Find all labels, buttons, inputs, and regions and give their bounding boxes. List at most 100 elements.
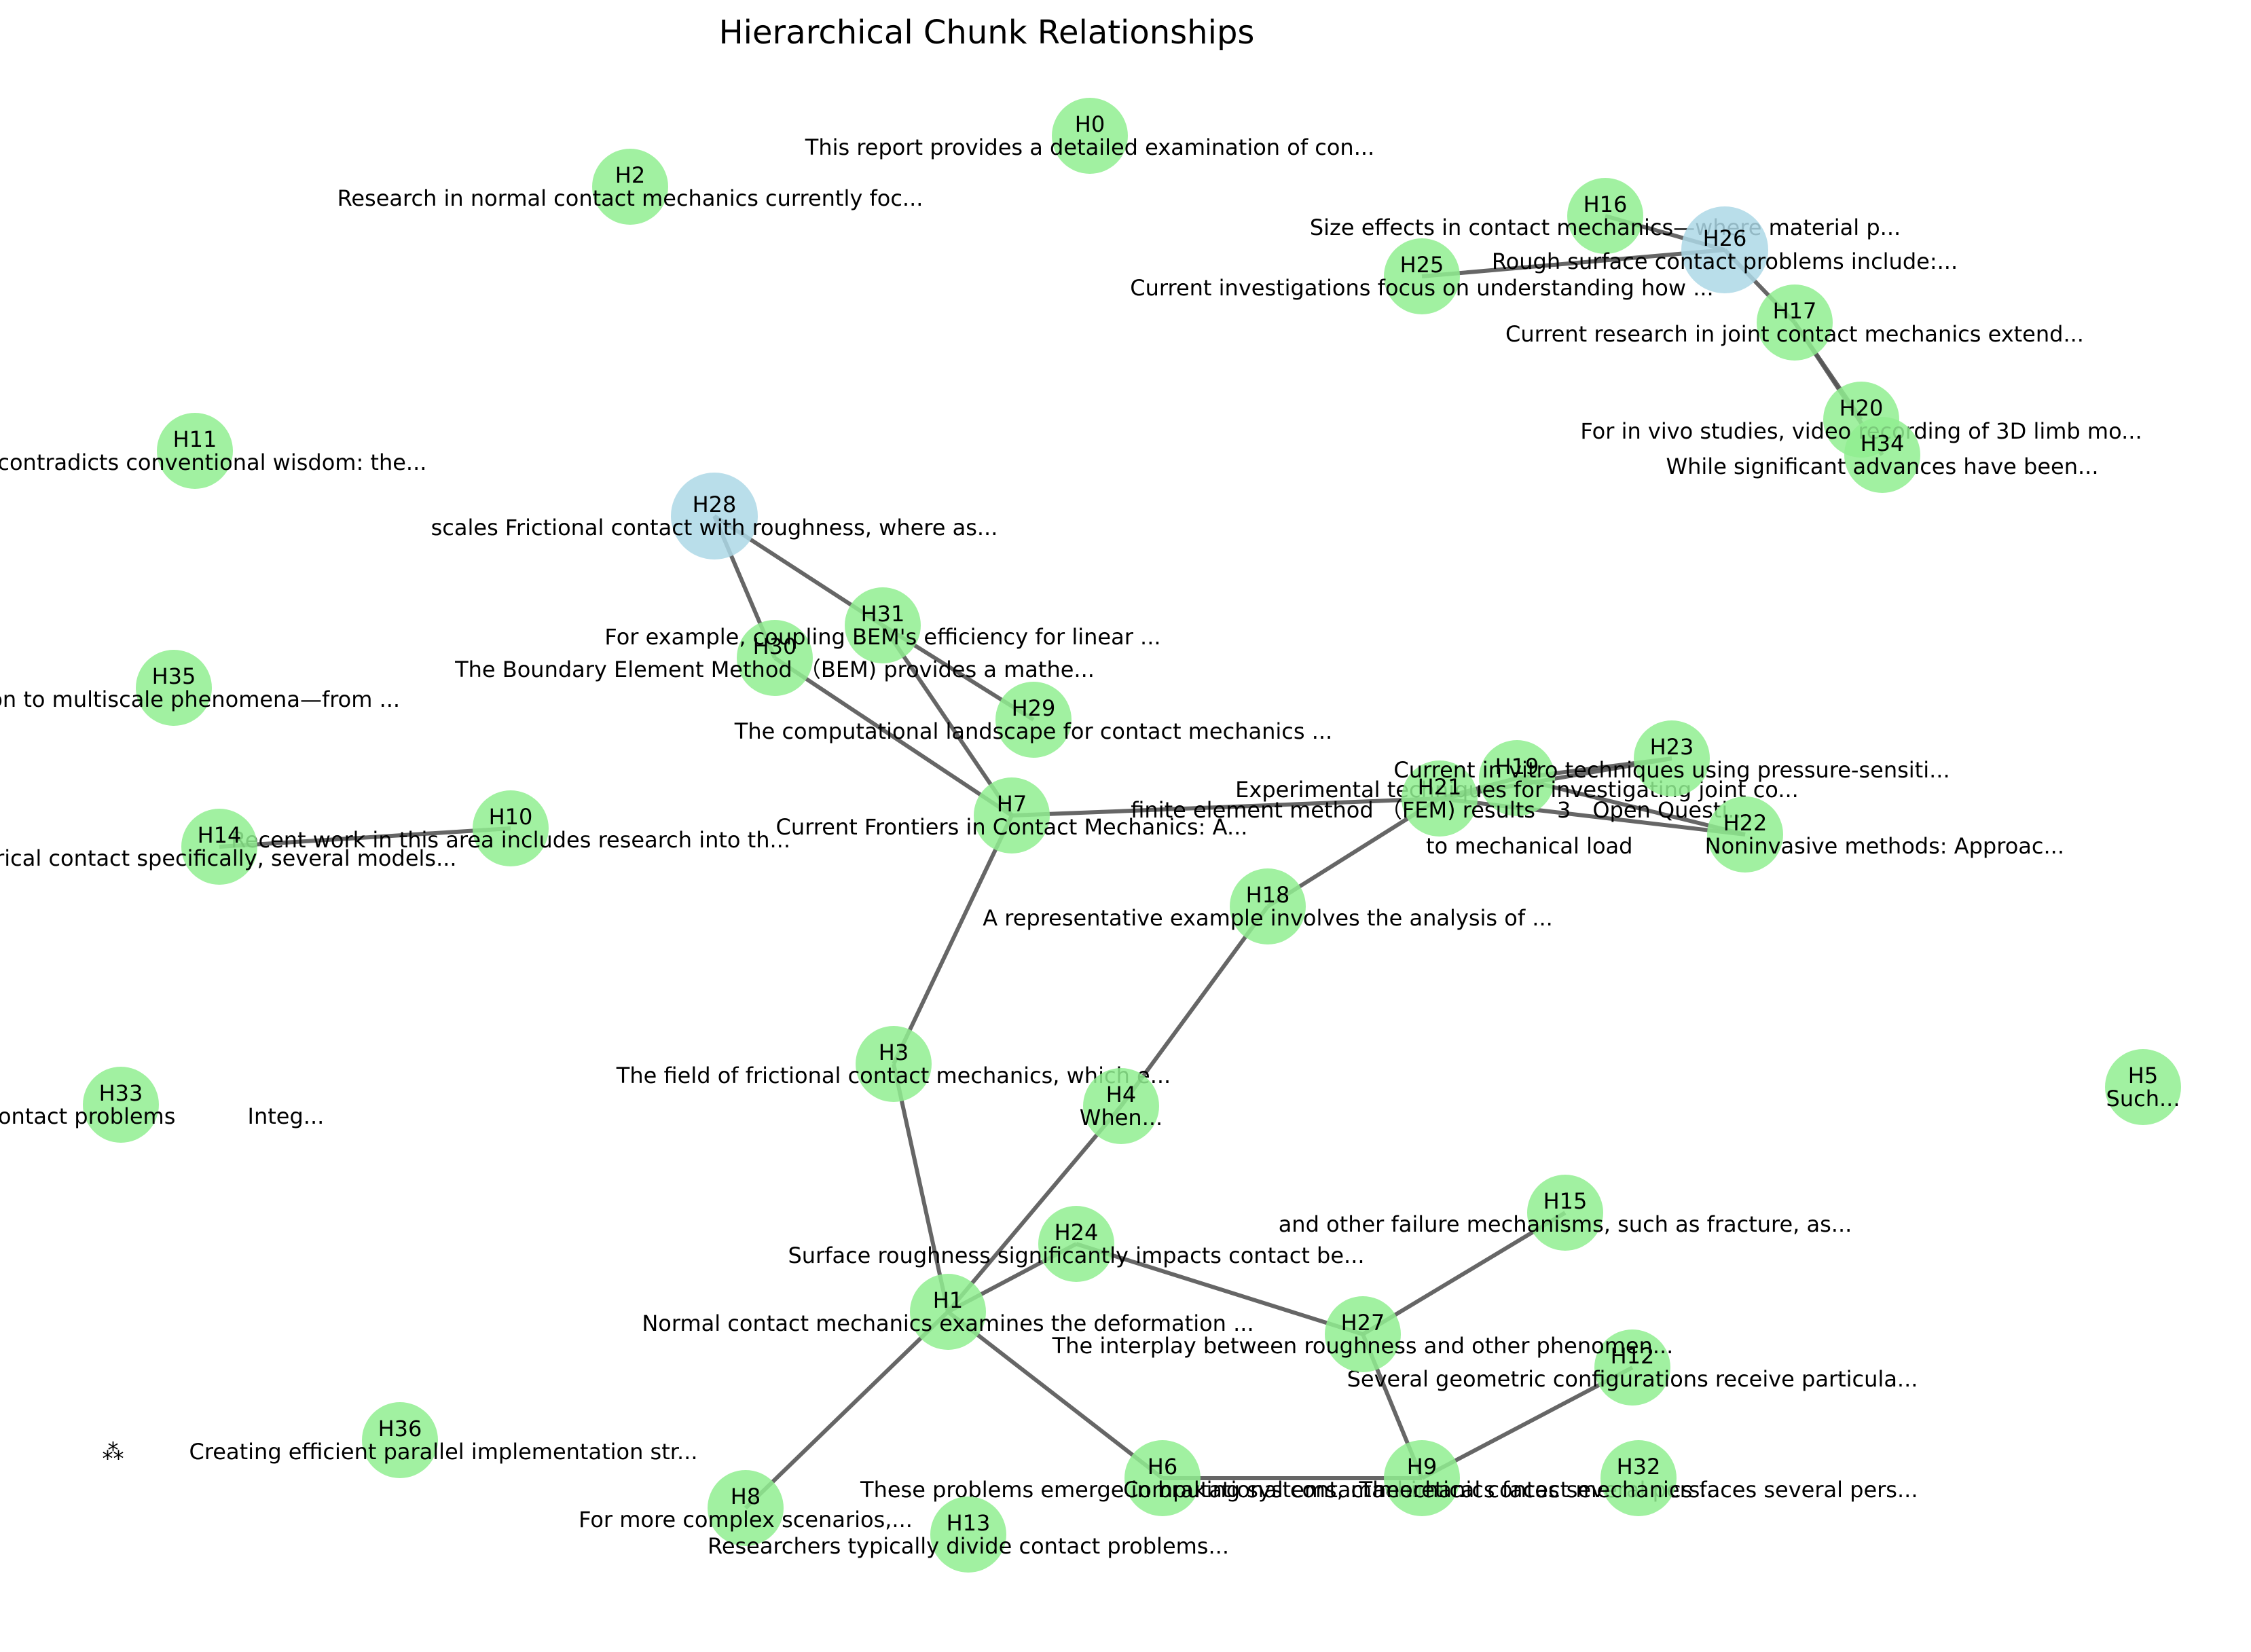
- node-circle[interactable]: [737, 620, 813, 696]
- node-circle[interactable]: [1230, 868, 1306, 944]
- node-text: to mechanical load Noninvasive methods: …: [1426, 833, 2064, 859]
- node-circle[interactable]: [856, 1026, 932, 1102]
- node-text: Rough surface contact problems include:.…: [1492, 249, 1958, 274]
- node-circle[interactable]: [1527, 1175, 1603, 1251]
- node-circle[interactable]: [995, 682, 1072, 758]
- graph-title: Hierarchical Chunk Relationships: [719, 14, 1255, 52]
- node-text: Several geometric configurations receive…: [1347, 1366, 1918, 1392]
- node-circle[interactable]: [362, 1402, 438, 1478]
- node-circle[interactable]: [83, 1067, 159, 1143]
- node-label: H8: [731, 1484, 761, 1509]
- node-circle[interactable]: [1634, 720, 1710, 796]
- node-circle[interactable]: [1479, 740, 1555, 816]
- node-label: H24: [1055, 1219, 1099, 1245]
- edge-h1-h6: [947, 1310, 1164, 1480]
- node-circle[interactable]: [930, 1497, 1006, 1573]
- node-circle[interactable]: [1325, 1296, 1401, 1372]
- node-circle[interactable]: [1124, 1440, 1201, 1516]
- node-circle[interactable]: [2105, 1049, 2181, 1125]
- node-text: Current Frontiers in Contact Mechanics: …: [776, 814, 1248, 840]
- node-circle[interactable]: [1681, 206, 1768, 293]
- node-text: The interplay between roughness and othe…: [1052, 1333, 1674, 1359]
- node-circle[interactable]: [1038, 1206, 1114, 1282]
- node-text: and other failure mechanisms, such as fr…: [1279, 1211, 1852, 1237]
- node-circle[interactable]: [1844, 417, 1920, 493]
- node-text: For more complex scenarios,...: [579, 1507, 913, 1532]
- node-text: While significant advances have been...: [1666, 454, 2098, 479]
- node-h4[interactable]: H4When...: [1080, 1068, 1163, 1144]
- node-circle[interactable]: [708, 1470, 784, 1546]
- node-text: Such...: [2106, 1086, 2180, 1112]
- node-label: H26: [1703, 225, 1747, 251]
- node-text: Research in normal contact mechanics cur…: [337, 185, 923, 211]
- node-label: H21: [1418, 774, 1462, 800]
- node-h36[interactable]: H36⁂ Creating efficient parallel impleme…: [103, 1402, 698, 1478]
- node-circle[interactable]: [592, 149, 668, 225]
- node-label: H31: [861, 601, 905, 627]
- node-label: H10: [489, 804, 533, 830]
- node-h33[interactable]: H33linear contact problems Integ...: [0, 1067, 324, 1143]
- node-circle[interactable]: [157, 413, 233, 489]
- node-circle[interactable]: [1757, 284, 1833, 361]
- node-circle[interactable]: [1083, 1068, 1159, 1144]
- node-circle[interactable]: [181, 809, 257, 885]
- node-text: ention to multiscale phenomena—from ...: [0, 686, 400, 712]
- node-circle[interactable]: [671, 473, 758, 559]
- node-circle[interactable]: [1384, 238, 1460, 314]
- edge-h7-h21: [1011, 796, 1440, 818]
- node-label: H12: [1611, 1343, 1655, 1369]
- node-circle[interactable]: [1384, 1440, 1460, 1516]
- edge-h27-h15: [1361, 1211, 1567, 1336]
- node-label: H3: [879, 1040, 909, 1065]
- node-circle[interactable]: [1594, 1329, 1670, 1406]
- node-label: H9: [1407, 1454, 1437, 1480]
- node-circle[interactable]: [845, 587, 921, 663]
- node-circle[interactable]: [910, 1274, 986, 1350]
- node-circle[interactable]: [974, 777, 1050, 853]
- node-h5[interactable]: H5Such...: [2105, 1049, 2181, 1125]
- node-circle[interactable]: [473, 790, 549, 866]
- node-circle[interactable]: [1567, 178, 1643, 254]
- node-text: The computational landscape for contact …: [734, 718, 1332, 744]
- node-circle[interactable]: [136, 650, 212, 726]
- node-label: H14: [198, 822, 242, 848]
- node-circle[interactable]: [1402, 760, 1478, 837]
- node-circle[interactable]: [1052, 98, 1128, 174]
- node-h35[interactable]: H35ention to multiscale phenomena—from .…: [0, 650, 400, 726]
- node-circle[interactable]: [1707, 796, 1783, 873]
- node-circle[interactable]: [1600, 1440, 1677, 1516]
- node-text: linear contact problems Integ...: [0, 1103, 324, 1129]
